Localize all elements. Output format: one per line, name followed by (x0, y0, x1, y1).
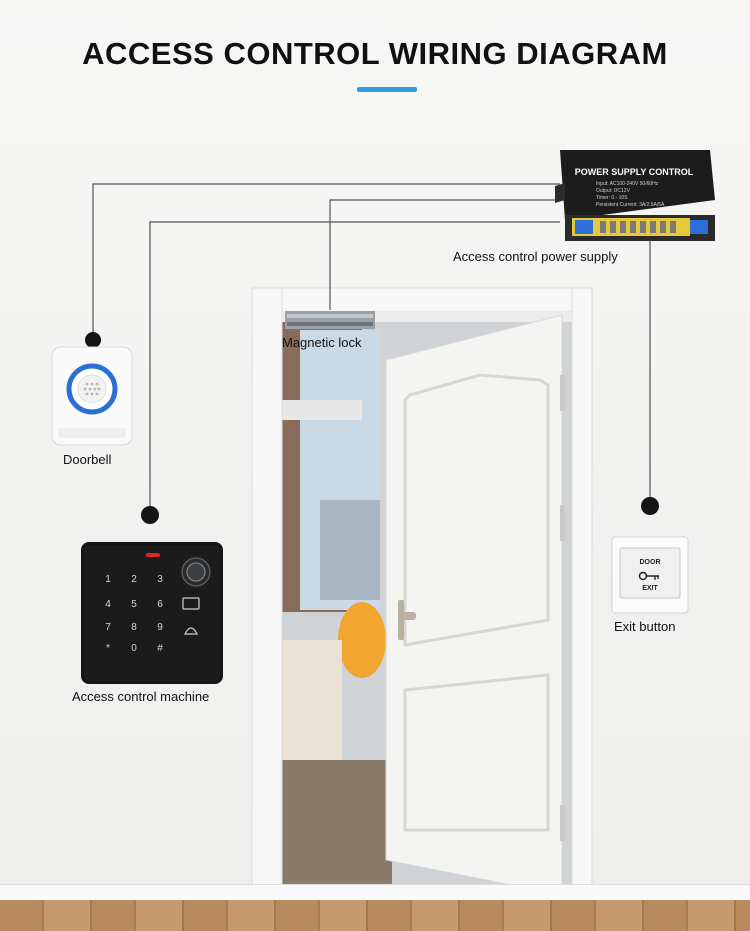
exit-button-text-bottom: EXIT (642, 585, 658, 592)
power-supply-spec-3: Timer: 0 - 10S (596, 195, 628, 201)
key-hash: # (157, 643, 163, 654)
baseboard (0, 884, 750, 901)
doorbell-device (51, 346, 133, 446)
access-machine-label: Access control machine (72, 689, 210, 704)
wiring (92, 183, 651, 512)
key-star: * (106, 643, 110, 654)
exit-button-device: DOOR EXIT (611, 536, 689, 614)
doorbell-label: Doorbell (63, 452, 112, 467)
key-4: 4 (105, 599, 111, 610)
key-6: 6 (157, 599, 163, 610)
door (385, 314, 565, 896)
title-underline (357, 87, 417, 92)
key-8: 8 (131, 622, 137, 633)
key-icon (638, 571, 659, 581)
wire-access-machine (149, 221, 560, 512)
power-supply-spec-4: Persistent Current: 3A/2.5A/5A (596, 202, 665, 208)
exit-button-label: Exit button (614, 619, 676, 634)
key-9: 9 (157, 622, 163, 633)
wood-floor (0, 900, 750, 931)
power-supply: POWER SUPPLY CONTROL Input: AC100-240V 5… (555, 150, 715, 241)
wire-doorbell (92, 183, 560, 340)
access-control-machine: 1 2 3 4 5 6 7 8 9 * 0 # (81, 542, 223, 684)
door-frame (251, 287, 593, 901)
key-7: 7 (105, 622, 111, 633)
key-5: 5 (131, 599, 137, 610)
power-supply-label: Access control power supply (453, 249, 618, 264)
magnetic-lock-label: Magnetic lock (282, 335, 362, 350)
power-supply-panel-title: POWER SUPPLY CONTROL (575, 167, 694, 177)
wire-endpoints (85, 332, 659, 524)
power-supply-spec-1: Input: AC100-240V 50/60Hz (596, 181, 659, 187)
key-0: 0 (131, 643, 137, 654)
diagram-title: ACCESS CONTROL WIRING DIAGRAM (82, 36, 668, 71)
doorbell-icon (83, 382, 101, 396)
key-3: 3 (157, 574, 163, 585)
magnetic-lock (285, 311, 375, 329)
wire-lock (329, 199, 560, 310)
key-2: 2 (131, 574, 137, 585)
key-1: 1 (105, 574, 111, 585)
power-supply-spec-2: Output: DC12V (596, 188, 631, 194)
exit-button-text-top: DOOR (640, 559, 661, 566)
